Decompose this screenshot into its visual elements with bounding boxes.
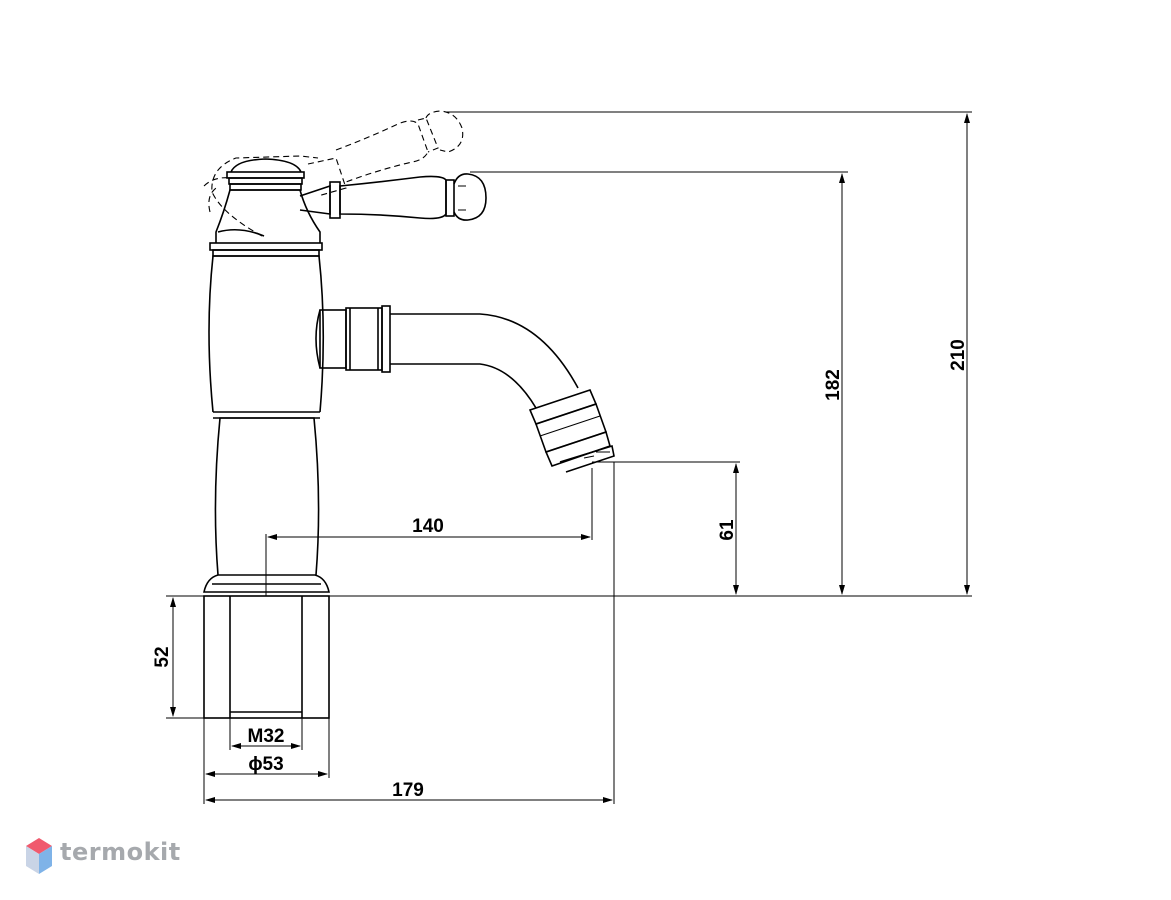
dim-handle-height: 182: [823, 369, 844, 401]
dim-base-diameter: ϕ53: [248, 754, 283, 775]
extension-lines: [166, 111, 972, 804]
dim-total-height: 210: [948, 339, 969, 371]
lever-open-dashed: [203, 110, 464, 237]
logo-right-face: [39, 846, 52, 874]
lever-closed: [299, 173, 487, 221]
dim-total-length: 179: [392, 780, 424, 801]
shank: [203, 595, 330, 719]
spout: [315, 305, 615, 473]
dim-shank-length: 52: [152, 646, 173, 667]
handle-head: [215, 158, 321, 243]
dim-spout-reach: 140: [412, 516, 444, 537]
termokit-logo-icon: [26, 838, 52, 874]
dim-thread: M32: [248, 726, 285, 747]
faucet-body: [203, 242, 330, 593]
dim-spout-height: 61: [717, 519, 738, 541]
dimension-lines: [170, 113, 970, 803]
termokit-logo-text: termokit: [60, 838, 181, 866]
logo-left-face: [26, 846, 39, 874]
